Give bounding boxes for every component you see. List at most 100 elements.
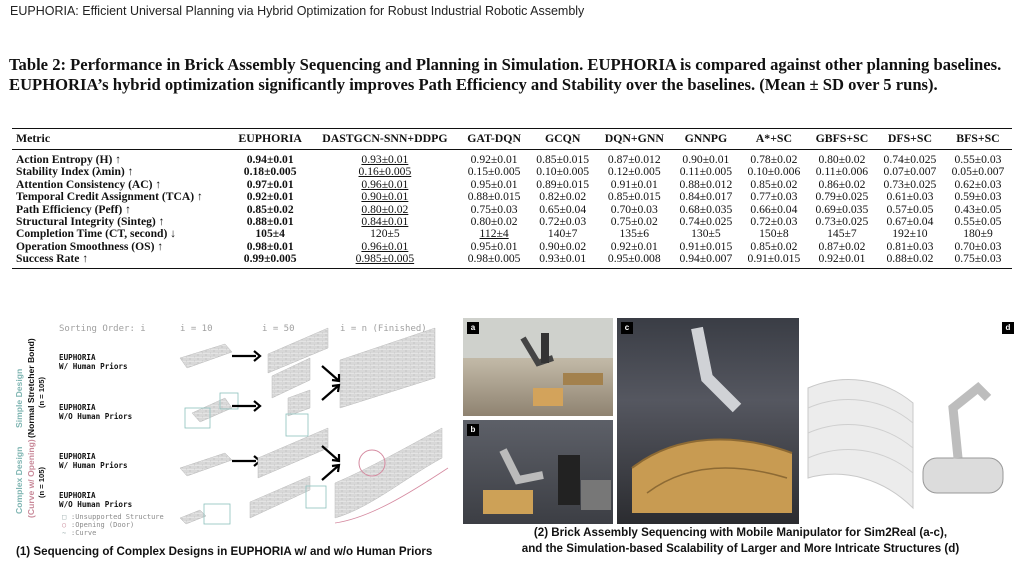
sequencing-drawings: [179, 327, 449, 525]
metric-value: 0.62±0.03: [954, 177, 1002, 191]
metric-value: 0.91±0.01: [610, 177, 658, 191]
metric-name: Stability Index (λmin) ↑: [16, 165, 134, 179]
row3-arrow: [232, 455, 262, 467]
metric-value: 0.80±0.02: [818, 153, 866, 166]
sequencing-figure: Sorting Order: i i = 10 i = 50 i = n (Fi…: [10, 318, 460, 563]
robot-figure-caption: (2) Brick Assembly Sequencing with Mobil…: [463, 525, 1018, 557]
table-row: Stability Index (λmin) ↑ 0.18±0.005 0.16±0…: [12, 165, 1012, 179]
metric-value: 0.75±0.02: [610, 215, 658, 229]
table-row: Structural Integrity (Sinteg) ↑0.88±0.01…: [12, 215, 1012, 229]
photo-tag-b: b: [467, 424, 479, 436]
metric-value: 0.90±0.02: [539, 239, 587, 253]
table-row: Temporal Credit Assignment (TCA) ↑0.92±0…: [12, 190, 1012, 204]
sequencing-legend: □:Unsupported Structure ○:Opening (Door)…: [62, 513, 164, 537]
row1-arrow: [232, 350, 262, 362]
photo-a-content: [463, 318, 613, 406]
metric-value: 0.70±0.03: [610, 202, 658, 216]
metric-value: 0.68±0.035: [679, 202, 733, 216]
header-method: DFS+SC: [875, 128, 944, 150]
metric-value: 0.87±0.012: [607, 153, 661, 166]
table-row: Path Efficiency (Peff) ↑ 0.85±0.02 0.80±0.…: [12, 202, 1012, 216]
metric-name: Attention Consistency (AC) ↑: [16, 177, 162, 191]
metric-value: 0.92±0.01: [470, 153, 518, 166]
metric-value: 0.85±0.02: [246, 202, 294, 216]
metric-name: Path Efficiency (Peff) ↑: [16, 202, 131, 216]
metric-value: 0.93±0.01: [528, 253, 597, 269]
row2-arrow: [232, 400, 262, 412]
circle-icon: ○: [62, 521, 67, 529]
metric-value: 0.67±0.04: [886, 215, 934, 229]
metric-value: 135±6: [619, 227, 650, 241]
sequencing-figure-caption: (1) Sequencing of Complex Designs in EUP…: [16, 545, 433, 558]
metric-value: 0.88±0.02: [875, 253, 944, 269]
row1-step-i10: [179, 343, 233, 369]
legend-unsupported: □:Unsupported Structure: [62, 513, 164, 521]
metric-value: 0.11±0.005: [679, 165, 733, 179]
sorting-order-label: Sorting Order: i: [59, 324, 146, 334]
robot-caption-line1: (2) Brick Assembly Sequencing with Mobil…: [533, 526, 948, 539]
render-d: d: [803, 318, 1018, 524]
metric-name: Temporal Credit Assignment (TCA) ↑: [16, 190, 203, 204]
metric-value: 0.84±0.01: [361, 215, 409, 229]
metric-value: 0.61±0.03: [886, 190, 934, 204]
metric-value: 0.95±0.01: [470, 239, 518, 253]
metric-value: 0.85±0.02: [750, 177, 798, 191]
metric-value: 0.79±0.025: [815, 190, 869, 204]
complex-finished-wall: [334, 427, 449, 524]
robot-caption-line2: and the Simulation-based Scalability of …: [521, 542, 960, 555]
metric-value: 0.80±0.02: [361, 202, 409, 216]
metric-value: 0.99±0.005: [230, 253, 311, 269]
metric-value: 0.85±0.015: [607, 190, 661, 204]
legend-curve: ∼:Curve: [62, 529, 97, 537]
metric-value: 0.98±0.005: [459, 253, 529, 269]
metric-value: 0.87±0.02: [818, 239, 866, 253]
metric-value: 0.96±0.01: [361, 239, 409, 253]
metric-value: 0.94±0.01: [246, 153, 294, 166]
square-icon: □: [62, 513, 67, 521]
metric-value: 0.57±0.05: [886, 202, 934, 216]
header-method: DASTGCN-SNN+DDPG: [310, 128, 460, 150]
metric-value: 0.59±0.03: [954, 190, 1002, 204]
metric-value: 112±4: [479, 227, 509, 241]
render-d-content: [807, 379, 1004, 510]
metric-value: 0.91±0.015: [679, 239, 733, 253]
metric-value: 0.88±0.01: [246, 215, 294, 229]
metric-value: 0.66±0.04: [750, 202, 798, 216]
row3-step-i50: [257, 427, 329, 479]
metric-value: 0.15±0.005: [467, 165, 521, 179]
step-label-i10: i = 10: [180, 324, 213, 334]
arrows-to-complex-finished: [321, 445, 341, 481]
metric-value: 0.77±0.03: [750, 190, 798, 204]
metric-value: 0.94±0.007: [671, 253, 740, 269]
metric-value: 0.16±0.005: [358, 165, 412, 179]
metric-value: 0.95±0.008: [596, 253, 672, 269]
metric-value: 0.96±0.01: [361, 177, 409, 191]
wave-icon: ∼: [62, 529, 67, 537]
metric-value: 0.18±0.005: [243, 165, 297, 179]
header-method: EUPHORIA: [230, 128, 311, 150]
metric-value: 0.86±0.02: [818, 177, 866, 191]
metric-value: 192±10: [892, 227, 928, 241]
metric-value: 0.985±0.005: [310, 253, 460, 269]
metric-value: 140±7: [547, 227, 578, 241]
metric-value: 0.84±0.017: [679, 190, 733, 204]
row3-step-i10: [179, 452, 233, 477]
arrows-to-simple-finished: [321, 365, 341, 401]
row2-step-i10: [184, 392, 239, 429]
metric-value: 0.90±0.01: [361, 190, 409, 204]
metric-name: Operation Smoothness (OS) ↑: [16, 239, 164, 253]
header-method: A*+SC: [739, 128, 808, 150]
metric-value: 0.05±0.007: [951, 165, 1005, 179]
metric-value: 0.85±0.02: [750, 239, 798, 253]
metric-value: 150±8: [759, 227, 789, 241]
photo-a: a: [463, 318, 613, 416]
metric-value: 0.90±0.01: [682, 153, 730, 166]
metric-value: 0.55±0.03: [954, 153, 1002, 166]
metric-value: 0.72±0.03: [539, 215, 587, 229]
